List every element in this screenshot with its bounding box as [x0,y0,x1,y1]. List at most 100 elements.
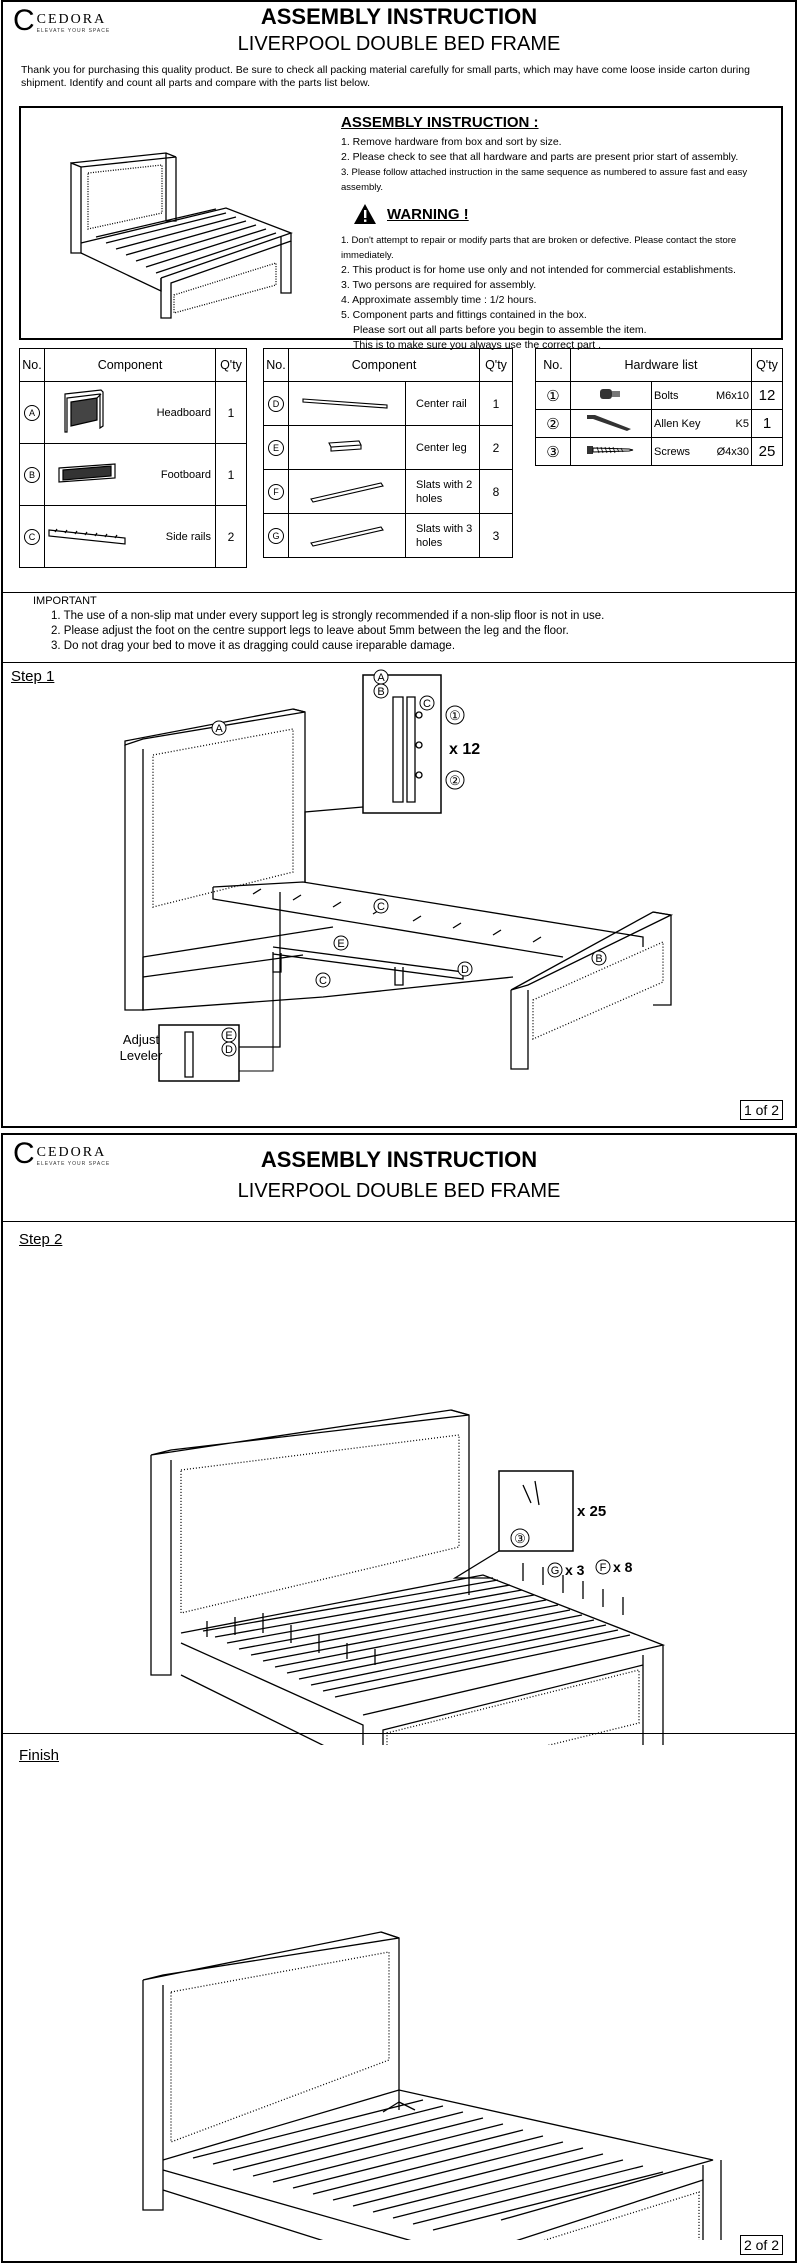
brand-tagline: ELEVATE YOUR SPACE [36,1161,111,1167]
callout-G: G [551,1565,560,1577]
callout-C: C [377,901,385,913]
finish-label: Finish [19,1747,60,1764]
col-qty: Q'ty [215,348,247,382]
part-name: Center rail [405,381,480,426]
hardware-id: ③ [535,437,571,466]
divider [3,662,795,663]
part-name: Slats with 3 holes [405,513,480,558]
col-hardware: Hardware list [570,348,752,382]
hardware-size: M6x10 [709,381,753,410]
important-item: 3. Do not drag your bed to move it as dr… [51,640,456,652]
callout-screw: ③ [514,1531,526,1546]
table-row: ③ Screws Ø4x30 25 [535,437,783,466]
col-no: No. [19,348,45,382]
table-row: ② Allen Key K5 1 [535,409,783,438]
table-row: A Headboard 1 [19,381,247,444]
allen-key-icon [587,415,631,431]
callout-E-leveler: E [225,1030,232,1042]
logo-c-mark: C [13,4,35,37]
part-name: Center leg [405,425,480,470]
part-id: B [24,466,40,483]
col-qty: Q'ty [479,348,513,382]
part-id: E [268,439,284,456]
brand-name: CEDORA [36,12,107,27]
page-1: C CEDORA ELEVATE YOUR SPACE ASSEMBLY INS… [1,0,797,1128]
warning-header: WARNING ! [353,203,771,225]
hardware-name: Bolts [651,381,710,410]
divider [3,592,795,593]
col-no: No. [535,348,571,382]
table-row: D Center rail 1 [263,381,513,426]
part-qty: 2 [215,505,247,568]
bolt-count: x 12 [449,741,480,758]
slat-2-holes-icon [310,482,384,503]
part-name: Footboard [135,443,216,506]
callout-F: F [600,1562,607,1574]
hardware-qty: 25 [751,437,783,466]
table-row: C Side rails 2 [19,505,247,568]
warning-item: 5. Component parts and fittings containe… [341,309,587,321]
center-rail-icon [302,398,388,409]
callout-allen-key: ② [449,773,461,788]
hardware-qty: 12 [751,381,783,410]
important-heading: IMPORTANT [33,595,97,607]
components-table-left: No. Component Q'ty A Headboard 1 B Footb… [19,348,247,568]
page-title: ASSEMBLY INSTRUCTION [260,1147,538,1172]
callout-C-bottom: C [319,975,327,987]
side-rail-icon [48,528,126,545]
divider [3,1221,795,1222]
bolt-icon [600,389,620,399]
hardware-table: No. Hardware list Q'ty ① Bolts M6x10 12 … [535,348,783,466]
brand-logo: C CEDORA ELEVATE YOUR SPACE [13,1139,111,1169]
divider [3,1733,795,1734]
brand-logo: C CEDORA ELEVATE YOUR SPACE [13,4,111,37]
step-1-illustration: A A B C C E D C B D E ① ② x 12 [124,669,674,1082]
instructions-heading: ASSEMBLY INSTRUCTION : [341,114,539,131]
callout-D: D [461,964,469,976]
slat-3-holes-icon [310,526,384,547]
footboard-icon [58,463,116,483]
warning-label: WARNING ! [387,205,469,223]
page-2: C CEDORA ELEVATE YOUR SPACE ASSEMBLY INS… [1,1133,797,2263]
slat-g-count: x 3 [565,1562,585,1578]
warning-item: 3. Two persons are required for assembly… [341,279,537,291]
col-qty: Q'ty [751,348,783,382]
step-1-label: Step 1 [11,668,55,685]
callout-bolt: ① [449,708,461,723]
screw-icon [587,446,634,454]
warning-triangle-icon [354,204,376,224]
table-row: B Footboard 1 [19,443,247,506]
adjust-leveler-label: Adjust Leveler [119,1032,163,1063]
headboard-icon [64,389,104,433]
table-row: ① Bolts M6x10 12 [535,381,783,410]
part-id: G [268,527,284,544]
hardware-id: ② [535,409,571,438]
instruction-box: ASSEMBLY INSTRUCTION : 1. Remove hardwar… [19,106,783,351]
part-name: Slats with 2 holes [405,469,480,514]
instruction-item: 3. Please follow attached instruction in… [341,167,748,193]
page-subtitle: LIVERPOOL DOUBLE BED FRAME [237,33,561,55]
important-section: IMPORTANT 1. The use of a non-slip mat u… [33,594,604,654]
callout-D-leveler: D [225,1044,233,1056]
part-id: A [24,404,40,421]
page-number: 2 of 2 [739,2235,783,2255]
part-qty: 3 [479,513,513,558]
hardware-size: K5 [709,409,753,438]
hardware-size: Ø4x30 [709,437,753,466]
hardware-name: Screws [651,437,710,466]
brand-tagline: ELEVATE YOUR SPACE [36,28,111,34]
step-2-label: Step 2 [19,1231,63,1248]
page-title: ASSEMBLY INSTRUCTION [260,4,538,29]
table-row: G Slats with 3 holes 3 [263,513,513,558]
part-id: F [268,483,284,500]
warning-item: 1. Don't attempt to repair or modify par… [341,235,737,261]
callout-B-detail: B [377,686,384,698]
screw-count: x 25 [577,1503,606,1520]
col-no: No. [263,348,289,382]
hardware-name: Allen Key [651,409,710,438]
center-leg-icon [328,440,362,452]
hardware-id: ① [535,381,571,410]
part-qty: 1 [215,443,247,506]
part-name: Headboard [135,381,216,444]
finished-bed-illustration [142,1931,722,2240]
